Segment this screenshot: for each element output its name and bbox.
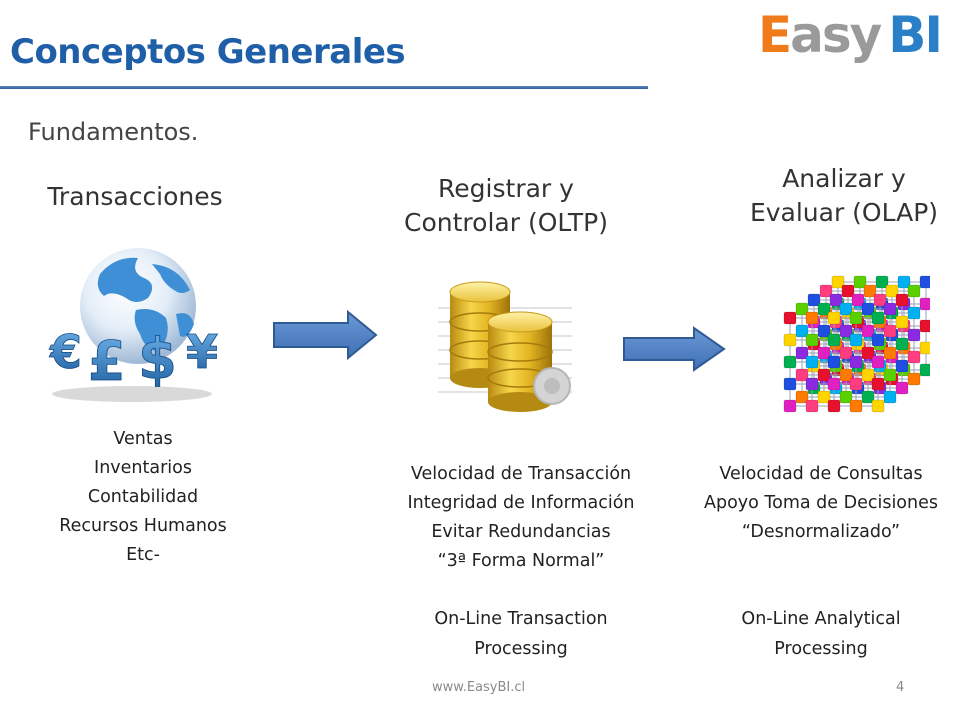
svg-text:£: £ xyxy=(88,330,126,393)
list-item: Etc- xyxy=(126,545,160,565)
list-item: Inventarios xyxy=(94,458,192,478)
list-item: Evitar Redundancias xyxy=(431,522,611,542)
list-item: Contabilidad xyxy=(87,487,199,507)
oltp-definition: On-Line Transaction Processing xyxy=(376,604,666,664)
page-subtitle: Fundamentos. xyxy=(28,118,199,146)
olap-definition: On-Line Analytical Processing xyxy=(676,604,960,664)
olap-list: Velocidad de Consultas Apoyo Toma de Dec… xyxy=(676,460,960,547)
page-title: Conceptos Generales xyxy=(10,32,406,72)
heading-transacciones: Transacciones xyxy=(20,180,250,214)
logo-letters-asy: asy xyxy=(790,6,882,64)
title-divider xyxy=(0,86,648,89)
globe-currency-icon: € £ $ ¥ xyxy=(40,244,220,404)
heading-line: Analizar y xyxy=(782,164,906,193)
heading-line: Registrar y xyxy=(438,174,574,203)
definition-line: Processing xyxy=(474,639,568,659)
oltp-list: Velocidad de Transacción Integridad de I… xyxy=(376,460,666,576)
svg-text:¥: ¥ xyxy=(186,325,218,379)
definition-line: On-Line Analytical xyxy=(741,609,901,629)
footer-url[interactable]: www.EasyBI.cl xyxy=(432,680,526,695)
list-item: Apoyo Toma de Decisiones xyxy=(704,493,938,513)
transacciones-list: Ventas Inventarios Contabilidad Recursos… xyxy=(20,425,266,570)
arrow-right-icon xyxy=(272,310,378,360)
list-item: Recursos Humanos xyxy=(59,516,227,536)
logo-letter-e: E xyxy=(758,6,792,64)
svg-text:€: € xyxy=(49,325,82,379)
definition-line: Processing xyxy=(774,639,868,659)
heading-line: Evaluar (OLAP) xyxy=(749,198,939,227)
heading-olap: Analizar y Evaluar (OLAP) xyxy=(724,162,960,230)
arrow-right-icon xyxy=(622,326,726,372)
list-item: Velocidad de Transacción xyxy=(410,464,632,484)
olap-cube-icon xyxy=(760,266,930,426)
heading-oltp: Registrar y Controlar (OLTP) xyxy=(386,172,626,240)
list-item: “3ª Forma Normal” xyxy=(437,551,605,571)
heading-line: Transacciones xyxy=(47,182,223,211)
definition-line: On-Line Transaction xyxy=(434,609,608,629)
list-item: Velocidad de Consultas xyxy=(719,464,923,484)
list-item: Integridad de Información xyxy=(407,493,635,513)
database-icon xyxy=(432,278,582,418)
list-item: “Desnormalizado” xyxy=(741,522,901,542)
svg-text:$: $ xyxy=(138,327,177,392)
heading-line: Controlar (OLTP) xyxy=(404,208,608,237)
page-number: 4 xyxy=(896,680,905,695)
list-item: Ventas xyxy=(113,429,173,449)
logo-letters-bi: BI xyxy=(888,6,943,64)
